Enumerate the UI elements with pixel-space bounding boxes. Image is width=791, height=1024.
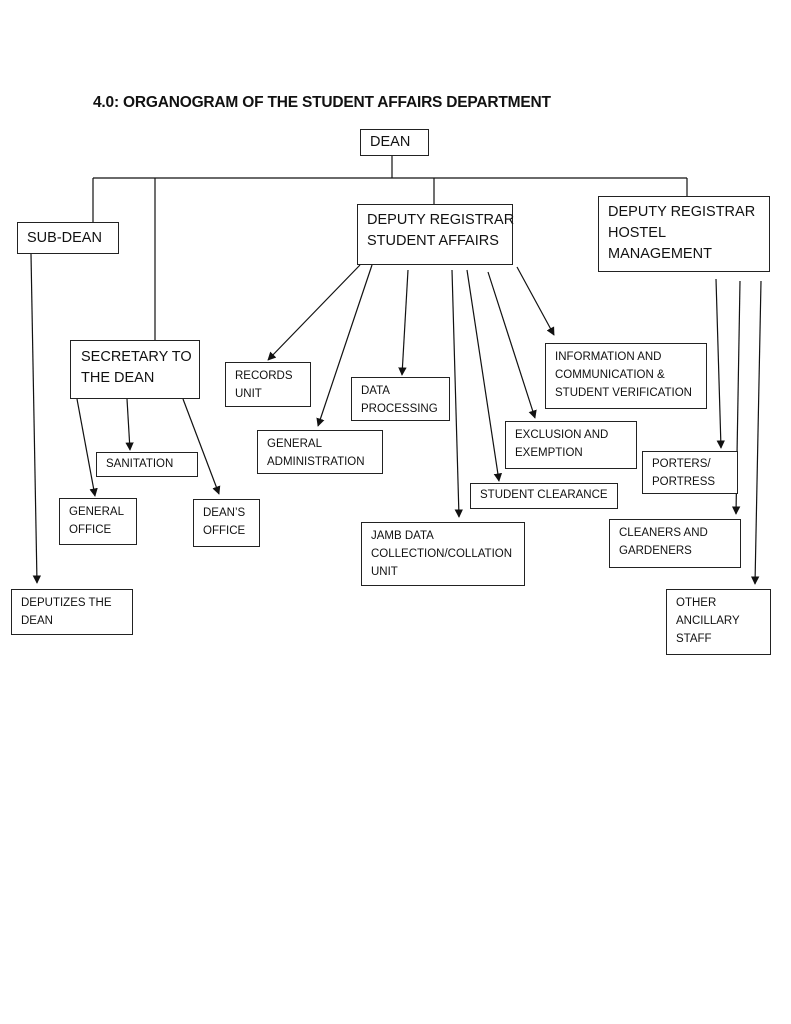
node-label-line: SECRETARY TO xyxy=(81,349,192,365)
arrow-to-student-clearance xyxy=(466,269,503,482)
node-information-and-communication: INFORMATION AND COMMUNICATION & STUDENT VE… xyxy=(545,343,707,409)
node-label-line: GARDENERS xyxy=(619,544,692,557)
arrow-to-information-and-communication xyxy=(516,266,555,336)
node-porters-portress: PORTERS/PORTRESS xyxy=(642,451,738,494)
node-label-line: HOSTEL xyxy=(608,225,667,242)
node-label-line: DEPUTY REGISTRAR xyxy=(367,212,515,228)
node-label-line: DEPUTIZES THE xyxy=(21,597,112,609)
node-label-line: OFFICE xyxy=(203,524,246,537)
arrow-to-data-processing xyxy=(398,269,409,376)
node-label-line: UNIT xyxy=(235,387,262,400)
node-label-line: RECORDS xyxy=(235,370,293,382)
node-sanitation: SANITATION xyxy=(96,452,198,477)
node-student-clearance: STUDENT CLEARANCE xyxy=(470,483,618,509)
arrow-to-deans-office xyxy=(182,398,221,495)
node-label-line: COMMUNICATION & xyxy=(555,368,665,381)
node-general-administration: GENERAL ADMINISTRATION xyxy=(257,430,383,474)
node-label-line: ADMINISTRATION xyxy=(267,455,365,468)
node-label-line: GENERAL xyxy=(69,506,124,518)
node-data-processing: DATA PROCESSING xyxy=(351,377,450,421)
page-title: 4.0: ORGANOGRAM OF THE STUDENT AFFAIRS D… xyxy=(93,94,551,111)
node-label-line: DEPUTY REGISTRAR xyxy=(608,204,756,220)
node-deans-office: DEAN’S OFFICE xyxy=(193,499,260,547)
node-cleaners-and-gardeners: CLEANERS AND GARDENERS xyxy=(609,519,741,568)
node-label-line: STUDENT CLEARANCE xyxy=(480,489,608,501)
node-label-line: SUB-DEAN xyxy=(27,230,102,246)
node-label-line: ANCILLARY xyxy=(676,614,740,627)
arrow-to-other-ancillary-staff xyxy=(750,280,762,585)
arrow-to-records-unit xyxy=(267,264,361,361)
node-label-line: INFORMATION AND xyxy=(555,351,662,363)
node-sub-dean: SUB-DEAN xyxy=(17,222,119,254)
node-dean: DEAN xyxy=(360,129,429,156)
node-label-line: MANAGEMENT xyxy=(608,246,712,263)
node-label-line: COLLECTION/COLLATION xyxy=(371,547,513,560)
node-jamb-data-collection: JAMB DATA COLLECTION/COLLATION UNIT xyxy=(361,522,525,586)
node-label-line: PORTRESS xyxy=(652,475,716,488)
node-other-ancillary-staff: OTHER ANCILLARY STAFF xyxy=(666,589,771,655)
node-general-office: GENERAL OFFICE xyxy=(59,498,137,545)
node-exclusion-and-exemption: EXCLUSION AND EXEMPTION xyxy=(505,421,637,469)
node-label-line: OTHER xyxy=(676,597,717,609)
node-label-line: DEAN xyxy=(370,134,411,150)
node-label-line: STUDENT VERIFICATION xyxy=(555,386,692,399)
node-label-line: EXCLUSION AND xyxy=(515,429,609,441)
arrow-to-deputizes-the-dean xyxy=(30,253,42,584)
arrow-to-jamb-data-collection xyxy=(451,269,463,518)
node-label-line: EXEMPTION xyxy=(515,446,583,459)
arrow-to-sanitation xyxy=(125,398,134,451)
arrow-to-exclusion-and-exemption xyxy=(487,271,537,419)
node-label-line: DATA xyxy=(361,385,390,397)
node-deputy-registrar-hostel-management: DEPUTY REGISTRAR HOSTEL MANAGEMENT xyxy=(598,196,770,272)
node-records-unit: RECORDS UNIT xyxy=(225,362,311,407)
arrow-to-porters-portress xyxy=(715,278,725,449)
arrow-to-general-administration xyxy=(316,264,373,427)
arrow-to-general-office xyxy=(76,398,98,497)
node-label-line: SANITATION xyxy=(106,458,174,470)
node-deputy-registrar-student-affairs: DEPUTY REGISTRAR STUDENT AFFAIRS xyxy=(357,204,515,265)
node-label-line: UNIT xyxy=(371,565,398,578)
node-label-line: GENERAL xyxy=(267,438,322,450)
node-label-line: DEAN’S xyxy=(203,507,246,519)
node-label-line: PROCESSING xyxy=(361,402,438,415)
node-deputizes-the-dean: DEPUTIZES THE DEAN xyxy=(11,589,133,635)
node-label-line: OFFICE xyxy=(69,523,112,536)
node-label-line: STAFF xyxy=(676,632,712,645)
node-label-line: STUDENT AFFAIRS xyxy=(367,233,499,250)
node-label-line: JAMB DATA xyxy=(371,530,434,542)
node-label-line: CLEANERS AND xyxy=(619,527,708,539)
node-label-line: THE DEAN xyxy=(81,370,155,387)
node-label-line: DEAN xyxy=(21,614,53,627)
node-label-line: PORTERS/ xyxy=(652,458,711,470)
node-secretary-to-the-dean: SECRETARY TO THE DEAN xyxy=(70,340,200,399)
